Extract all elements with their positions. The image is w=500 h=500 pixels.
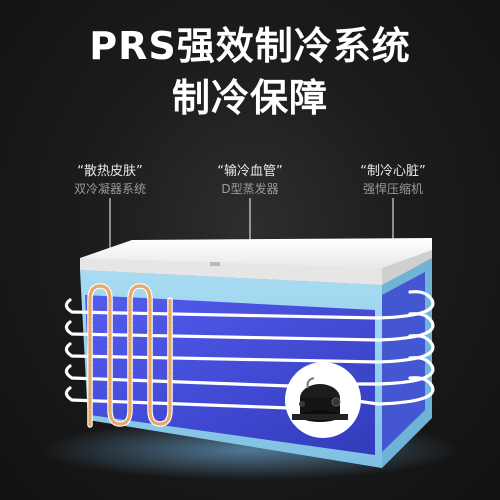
callout-evaporator-quote: “输冷血管”: [217, 164, 283, 179]
pipe-loop-7: [348, 356, 435, 386]
callout-compressor-quote: “制冷心脏”: [360, 164, 426, 179]
compressor-port: [299, 401, 305, 407]
compressor-icon: [285, 362, 361, 438]
compressor-pipe: [306, 377, 315, 389]
callout-compressor-sub: 强悍压缩机: [362, 182, 423, 196]
callout-evaporator: “输冷血管” D型蒸发器: [180, 163, 320, 198]
callout-condenser: “散热皮肤” 双冷凝器系统: [40, 163, 180, 198]
compressor-mount: [292, 414, 348, 420]
pipe-loop-5: [64, 386, 292, 410]
lid-side-edge: [382, 250, 432, 285]
pipe-loop-4: [64, 364, 292, 388]
headline-line-1: PRS强效制冷系统: [89, 24, 411, 68]
callout-evaporator-sub: D型蒸发器: [221, 182, 279, 196]
pipe-loops: [64, 290, 435, 410]
callout-compressor: “制冷心脏” 强悍压缩机: [323, 163, 463, 198]
headline-line-2: 制冷保障: [171, 76, 328, 120]
lid-front-edge: [80, 258, 382, 285]
callout-condenser-sub: 双冷凝器系统: [73, 182, 146, 196]
condenser-coil: [87, 283, 173, 428]
compressor-terminal: [331, 397, 341, 407]
condenser-coil-dots: [88, 284, 172, 427]
lid-hinge: [210, 262, 220, 266]
callout-condenser-quote: “散热皮肤”: [77, 164, 143, 179]
